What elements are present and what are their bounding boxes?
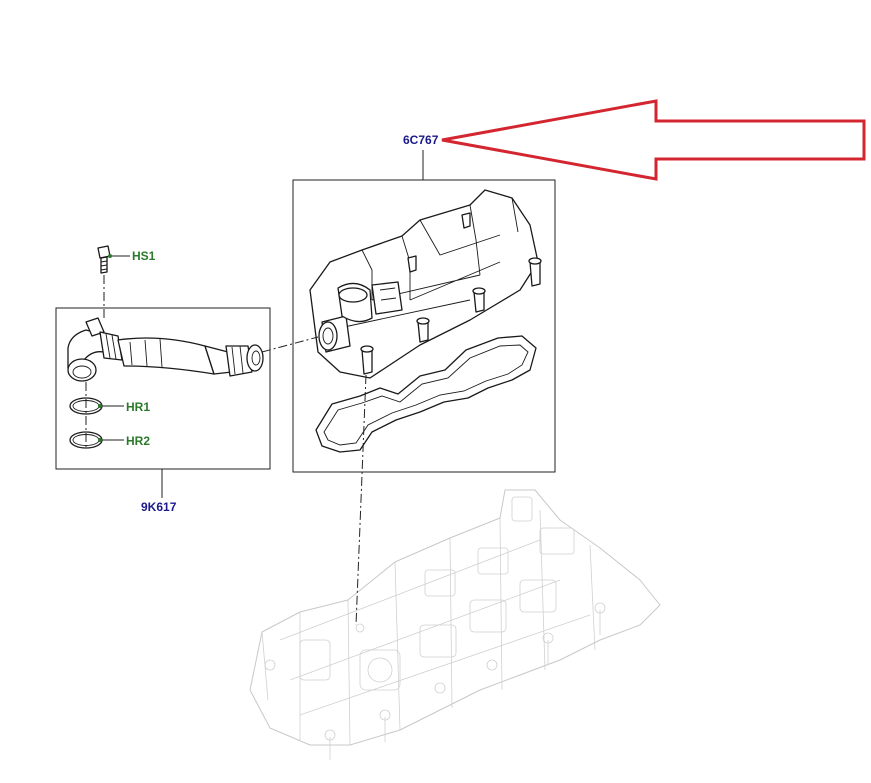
callout-hs1: HS1 [132, 249, 156, 263]
callout-hr2: HR2 [126, 434, 150, 448]
leader-dot-hr2 [98, 438, 102, 442]
screw-hs1 [97, 245, 111, 274]
callout-hr1: HR1 [126, 400, 150, 414]
cam-cover-box [292, 179, 556, 473]
hose-kit-box [55, 307, 271, 470]
cylinder-head-faded [249, 489, 661, 760]
cam-cover [309, 189, 542, 379]
red-arrow [441, 99, 866, 181]
leader-dot-hr1 [98, 404, 102, 408]
callout-6c767: 6C767 [403, 133, 439, 147]
centerline-cover-to-head [355, 374, 367, 626]
callout-9k617: 9K617 [141, 500, 177, 514]
breather-hose [67, 317, 264, 382]
leader-dot-hs1 [108, 254, 112, 258]
